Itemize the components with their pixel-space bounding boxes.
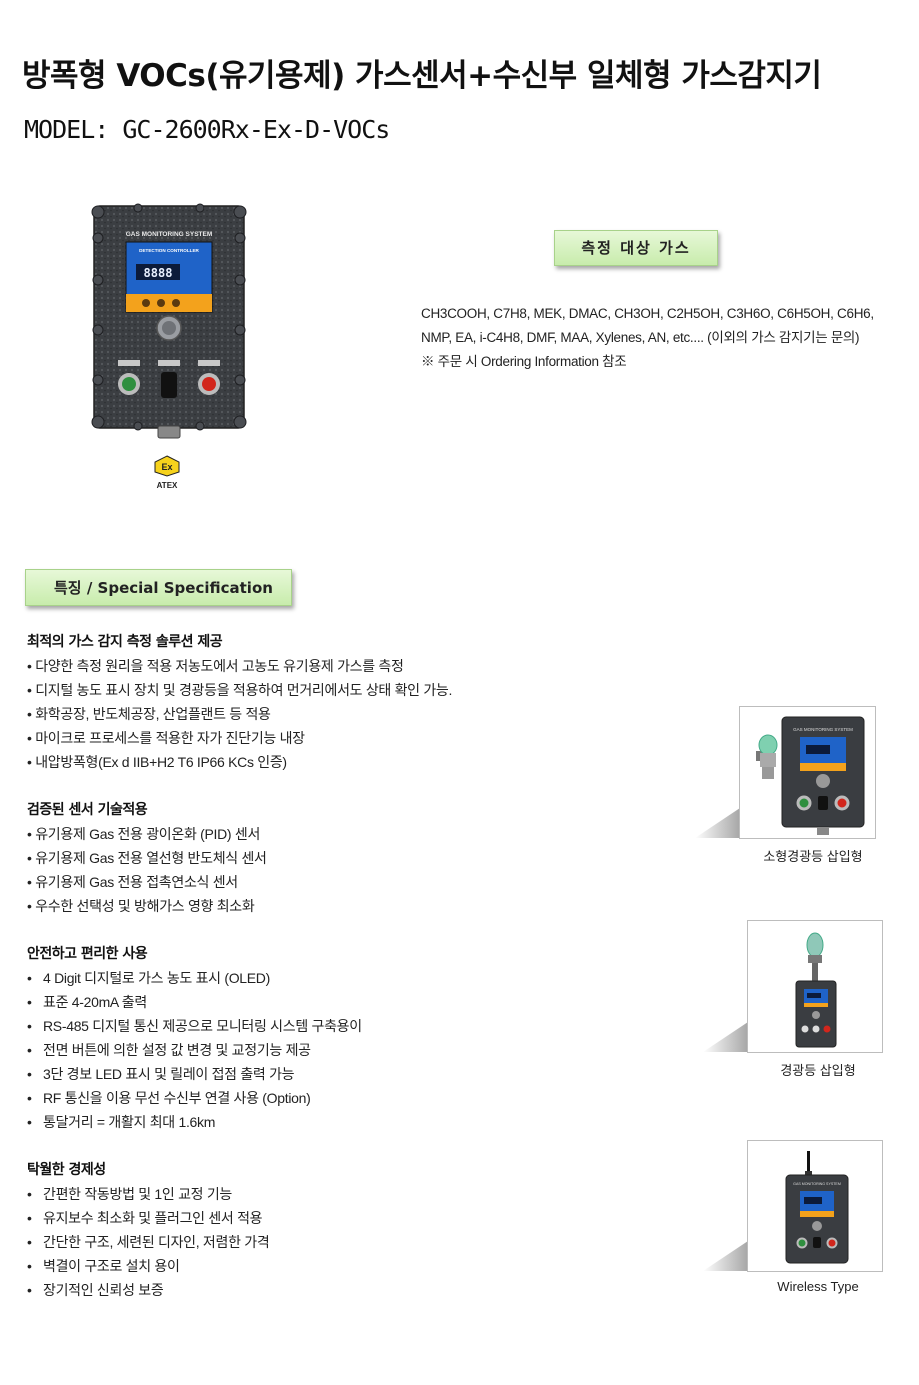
list-item: 유기용제 Gas 전용 접촉연소식 센서 (27, 870, 547, 894)
variant-image-beacon (747, 920, 883, 1053)
section-heading: 검증된 센서 기술적용 (27, 802, 148, 818)
list-item-continuation: 통달거리 = 개활지 최대 1.6km (27, 1110, 547, 1134)
beacon-detector-icon (795, 932, 837, 1048)
list-item: 벽결이 구조로 설치 용이 (27, 1254, 547, 1278)
list-item: 표준 4-20mA 출력 (27, 990, 547, 1014)
list-item: 3단 경보 LED 표시 및 릴레이 접점 출력 가능 (27, 1062, 547, 1086)
variant-image-small-beacon: GAS MONITORING SYSTEM (739, 706, 876, 839)
list-item: 유지보수 최소화 및 플러그인 센서 적용 (27, 1206, 547, 1230)
atex-hexagon-icon: Ex (154, 455, 180, 477)
atex-ex-text: Ex (161, 462, 172, 472)
section-heading: 최적의 가스 감지 측정 솔루션 제공 (27, 634, 223, 650)
list-item: RS-485 디지털 통신 제공으로 모니터링 시스템 구축용이 (27, 1014, 547, 1038)
ordering-note: ※ 주문 시 Ordering Information 참조 (421, 354, 627, 369)
feature-list: 유기용제 Gas 전용 광이온화 (PID) 센서 유기용제 Gas 전용 열선… (27, 822, 547, 918)
panel-title-text: GAS MONITORING SYSTEM (126, 231, 213, 238)
variant-caption: 소형경광등 삽입형 (763, 849, 863, 864)
range-note: 통달거리 = 개활지 최대 1.6km (43, 1114, 216, 1130)
list-item: 화학공장, 반도체공장, 산업플랜트 등 적용 (27, 702, 547, 726)
small-beacon-detector-icon: GAS MONITORING SYSTEM (756, 716, 865, 835)
display-digits: 8888 (144, 266, 173, 280)
target-gas-list: CH3COOH, C7H8, MEK, DMAC, CH3OH, C2H5OH,… (421, 302, 891, 374)
list-item: 간편한 작동방법 및 1인 교정 기능 (27, 1182, 547, 1206)
atex-label: ATEX (156, 481, 178, 490)
wireless-detector-icon: GAS MONITORING SYSTEM (785, 1151, 849, 1264)
model-number: MODEL: GC-2600Rx-Ex-D-VOCs (24, 115, 390, 144)
atex-mark: Ex ATEX (150, 455, 184, 490)
controller-label: DETECTION CONTROLLER (139, 248, 199, 253)
panel-title-text: GAS MONITORING SYSTEM (793, 727, 853, 732)
list-item: 내압방폭형(Ex d IIB+H2 T6 IP66 KCs 인증) (27, 750, 547, 774)
target-gas-badge: 측정 대상 가스 (554, 230, 718, 266)
feature-list: 간편한 작동방법 및 1인 교정 기능 유지보수 최소화 및 플러그인 센서 적… (27, 1182, 547, 1302)
gas-line: NMP, EA, i-C4H8, DMF, MAA, Xylenes, AN, … (421, 330, 860, 345)
list-item: 간단한 구조, 세련된 디자인, 저렴한 가격 (27, 1230, 547, 1254)
list-item: 우수한 선택성 및 방해가스 영향 최소화 (27, 894, 547, 918)
list-item: 유기용제 Gas 전용 열선형 반도체식 센서 (27, 846, 547, 870)
list-item: 디지털 농도 표시 장치 및 경광등을 적용하여 먼거리에서도 상태 확인 가능… (27, 678, 547, 702)
panel-title-text: GAS MONITORING SYSTEM (793, 1182, 841, 1186)
image-shadow (703, 1241, 748, 1271)
variant-caption: Wireless Type (777, 1279, 859, 1294)
list-item: 4 Digit 디지털로 가스 농도 표시 (OLED) (27, 966, 547, 990)
image-shadow (695, 808, 740, 838)
list-item: 전면 버튼에 의한 설정 값 변경 및 교정기능 제공 (27, 1038, 547, 1062)
list-item: 다양한 측정 원리을 적용 저농도에서 고농도 유기용제 가스를 측정 (27, 654, 547, 678)
list-item: RF 통신을 이용 무선 수신부 연결 사용 (Option) (27, 1086, 547, 1110)
antenna-icon (807, 1151, 810, 1173)
page-title: 방폭형 VOCs(유기용제) 가스센서+수신부 일체형 가스감지기 (22, 58, 822, 94)
section-heading: 안전하고 편리한 사용 (27, 946, 148, 962)
feature-list: 다양한 측정 원리을 적용 저농도에서 고농도 유기용제 가스를 측정 디지털 … (27, 654, 547, 774)
image-shadow (703, 1022, 748, 1052)
list-item: 유기용제 Gas 전용 광이온화 (PID) 센서 (27, 822, 547, 846)
section-heading: 탁월한 경제성 (27, 1162, 106, 1178)
feature-list: 4 Digit 디지털로 가스 농도 표시 (OLED) 표준 4-20mA 출… (27, 966, 547, 1134)
list-item: 장기적인 신뢰성 보증 (27, 1278, 547, 1302)
feature-sections: 최적의 가스 감지 측정 솔루션 제공 다양한 측정 원리을 적용 저농도에서 … (27, 630, 547, 1326)
variant-image-wireless: GAS MONITORING SYSTEM (747, 1140, 883, 1272)
gas-detector-image: GAS MONITORING SYSTEM DETECTION CONTROLL… (91, 203, 247, 439)
variant-caption: 경광등 삽입형 (780, 1063, 856, 1078)
list-item: 마이크로 프로세스를 적용한 자가 진단기능 내장 (27, 726, 547, 750)
gas-line: CH3COOH, C7H8, MEK, DMAC, CH3OH, C2H5OH,… (421, 306, 874, 321)
special-spec-badge: 특징 / Special Specification (25, 569, 292, 606)
